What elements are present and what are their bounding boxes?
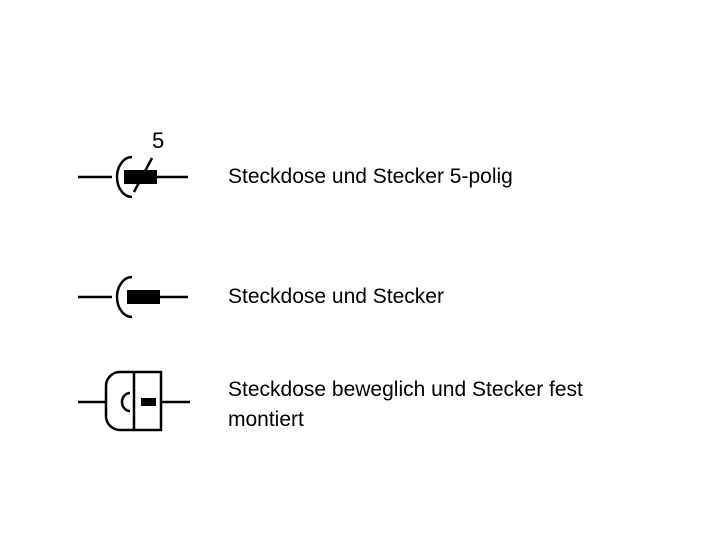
- socket-plug-icon: [78, 275, 188, 319]
- label-plug: Steckdose und Stecker: [228, 285, 444, 308]
- pin-count-label: 5: [152, 128, 165, 153]
- label-fixed-line2: montiert: [228, 408, 304, 431]
- label-5pin: Steckdose und Stecker 5-polig: [228, 165, 513, 188]
- socket-mobile-plug-fixed-icon: [78, 370, 190, 432]
- label-fixed-line1: Steckdose beweglich und Stecker fest: [228, 378, 583, 401]
- socket-plug-5pin-icon: [78, 155, 188, 199]
